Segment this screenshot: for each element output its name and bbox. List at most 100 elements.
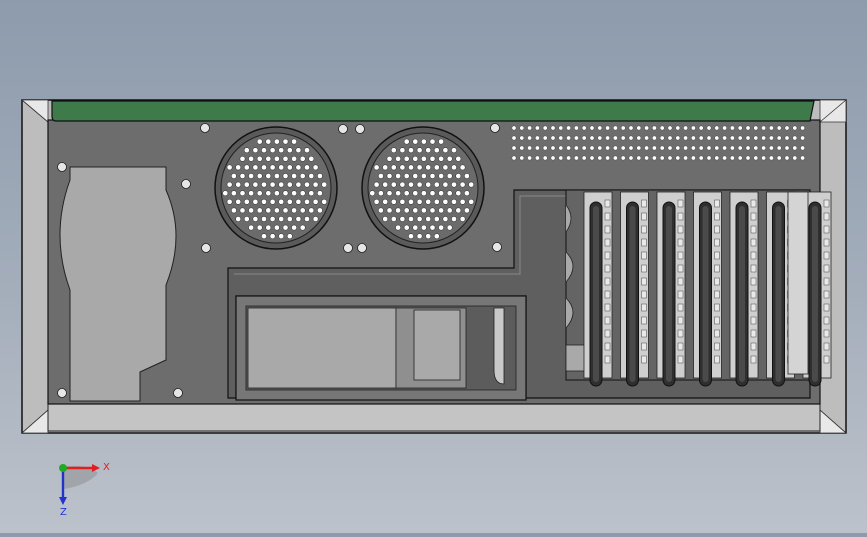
slot-perforation <box>677 303 684 312</box>
grille-hole <box>438 173 444 179</box>
grille-hole <box>412 138 419 145</box>
vent-hole <box>519 135 525 141</box>
grille-hole <box>464 190 470 197</box>
grille-hole <box>304 216 310 222</box>
slot-perforation <box>750 251 757 260</box>
grille-hole <box>282 138 289 145</box>
vent-hole <box>683 145 688 151</box>
vent-hole <box>675 145 681 151</box>
vent-hole <box>574 145 579 151</box>
grille-hole <box>252 181 259 188</box>
vent-hole <box>636 125 642 131</box>
grille-hole <box>421 207 427 214</box>
vent-hole <box>753 135 759 141</box>
vent-hole <box>784 125 790 131</box>
z-axis-label: Z <box>60 507 67 518</box>
grille-hole <box>416 198 423 205</box>
vent-hole <box>800 135 805 141</box>
grille-hole <box>433 216 440 222</box>
vent-hole <box>644 155 649 161</box>
slot-perforation <box>714 316 720 325</box>
grille-hole <box>291 190 297 197</box>
grille-hole <box>304 147 310 154</box>
vent-hole <box>605 135 610 141</box>
vent-hole <box>706 125 712 131</box>
grille-hole <box>429 224 436 231</box>
slot-perforation <box>750 238 757 247</box>
slot-perforation <box>750 264 757 273</box>
vent-hole <box>542 155 548 161</box>
grille-hole <box>299 207 306 214</box>
vent-hole <box>613 145 618 151</box>
slot-perforation <box>714 342 720 351</box>
vent-hole <box>675 125 681 131</box>
vent-hole <box>574 125 579 131</box>
grille-hole <box>286 164 293 171</box>
vent-hole <box>527 125 532 131</box>
vent-hole <box>792 125 798 131</box>
slot-cover <box>787 191 809 375</box>
grille-hole <box>464 173 470 179</box>
grille-hole <box>265 190 272 197</box>
slot-perforation <box>641 212 647 221</box>
grille-hole <box>282 207 289 214</box>
grille-hole <box>291 138 297 145</box>
vent-hole <box>550 125 556 131</box>
slot-perforation <box>677 199 684 208</box>
vent-hole <box>792 135 798 141</box>
slot-perforation <box>714 251 720 260</box>
grille-hole <box>425 233 432 240</box>
grille-hole <box>446 190 453 197</box>
grille-hole <box>403 173 410 179</box>
vent-hole <box>558 135 564 141</box>
vent-hole <box>550 145 556 151</box>
vent-hole <box>776 125 782 131</box>
grille-hole <box>412 207 419 214</box>
vent-hole <box>558 155 564 161</box>
grille-hole <box>408 164 414 171</box>
grille-hole <box>278 181 285 188</box>
grille-hole <box>299 173 306 179</box>
grille-hole <box>243 147 250 154</box>
expansion-slot-area <box>565 189 832 387</box>
grille-hole <box>299 155 306 162</box>
grille-hole <box>429 173 436 179</box>
grille-hole <box>468 181 475 188</box>
grille-hole <box>274 190 280 197</box>
vent-hole <box>636 135 642 141</box>
grille-hole <box>451 181 457 188</box>
grille-hole <box>438 190 444 197</box>
grille-hole <box>269 181 276 188</box>
grille-hole <box>243 181 250 188</box>
slot-perforation <box>604 342 611 351</box>
grille-hole <box>239 207 246 214</box>
grille-hole <box>304 181 310 188</box>
grille-hole <box>455 190 462 197</box>
vent-hole <box>683 155 688 161</box>
grille-hole <box>261 164 267 171</box>
grille-hole <box>403 224 410 231</box>
grille-hole <box>291 224 297 231</box>
vent-hole <box>675 155 681 161</box>
slot-perforation <box>641 264 647 273</box>
grille-hole <box>390 181 397 188</box>
slot-perforation <box>750 329 757 338</box>
vent-hole <box>659 145 665 151</box>
grille-hole <box>269 216 276 222</box>
vent-hole <box>574 135 579 141</box>
vent-hole <box>566 125 571 131</box>
grille-hole <box>438 207 444 214</box>
grille-hole <box>312 198 319 205</box>
vent-hole <box>527 145 532 151</box>
grille-hole <box>451 198 457 205</box>
vent-hole <box>620 125 626 131</box>
vent-hole <box>675 135 681 141</box>
grille-hole <box>399 216 406 222</box>
grille-hole <box>429 138 436 145</box>
grille-hole <box>261 181 267 188</box>
grille-hole <box>386 207 393 214</box>
grille-hole <box>390 198 397 205</box>
grille-hole <box>390 147 397 154</box>
slot-perforation <box>714 199 720 208</box>
